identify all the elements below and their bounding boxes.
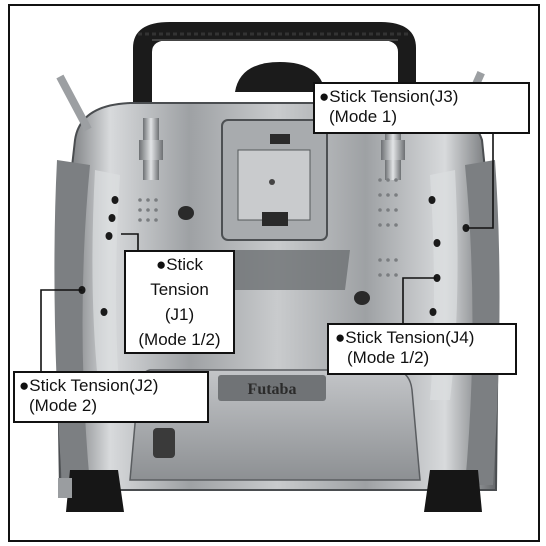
callout-stick-tension-j2: ●Stick Tension(J2) (Mode 2) <box>13 371 209 423</box>
callout-stick-tension-j3: ●Stick Tension(J3) (Mode 1) <box>313 82 530 134</box>
callout-j2-line1: ●Stick Tension(J2) <box>19 376 159 395</box>
callout-j1-line3: (J1) <box>164 305 195 324</box>
tension-screw-holes <box>78 196 470 316</box>
brand-logo: Futaba <box>248 381 297 398</box>
callout-stick-tension-j4: ●Stick Tension(J4) (Mode 1/2) <box>327 323 517 375</box>
brand-plate <box>218 375 326 401</box>
lower-switch <box>153 428 175 458</box>
carry-handle <box>133 22 416 135</box>
module-bay <box>221 119 328 241</box>
left-stick <box>139 118 163 180</box>
antenna-base <box>235 62 325 92</box>
callout-j4-line1: ●Stick Tension(J4) <box>335 328 475 347</box>
callout-j1-line2: Tension <box>150 280 209 299</box>
grip-texture <box>138 178 398 277</box>
right-grip <box>465 160 500 485</box>
callout-j1-line4: (Mode 1/2) <box>138 330 221 349</box>
callout-j1-line1: ●Stick <box>155 255 204 274</box>
callout-stick-tension-j1: ●Stick Tension (J1) (Mode 1/2) <box>124 250 235 354</box>
callout-j2-line2: (Mode 2) <box>29 396 98 415</box>
center-plate <box>200 250 350 290</box>
leader-lines <box>40 134 494 371</box>
callout-j4-line2: (Mode 1/2) <box>347 348 430 367</box>
outer-frame <box>8 4 540 542</box>
feet <box>66 470 482 512</box>
callout-j3-line1: ●Stick Tension(J3) <box>319 87 459 106</box>
callout-j3-line2: (Mode 1) <box>329 107 398 126</box>
